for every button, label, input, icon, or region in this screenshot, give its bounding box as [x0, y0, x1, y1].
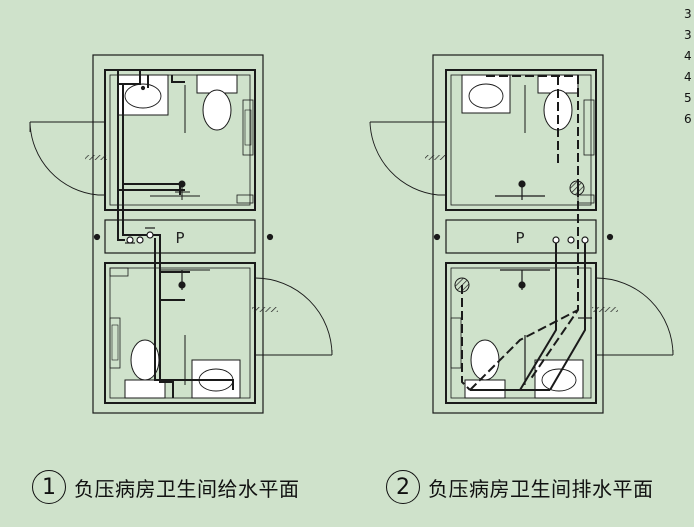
- edge-notes: 3 3 4 4 5 6: [684, 4, 692, 130]
- note-item: 6: [684, 112, 692, 126]
- caption-supply: 1 负压病房卫生间给水平面: [32, 470, 300, 504]
- drawing-title: 负压病房卫生间给水平面: [74, 476, 300, 501]
- drawing-number: 1: [32, 470, 66, 504]
- basin-upper: [461, 74, 511, 114]
- note-item: 4: [684, 49, 692, 63]
- supply-pipes: [117, 70, 234, 398]
- door-swing-lower: [595, 277, 674, 356]
- lower-room: [445, 262, 597, 404]
- door-swing-upper: [29, 121, 105, 196]
- caption-drainage: 2 负压病房卫生间排水平面: [386, 470, 654, 504]
- note-item: 3: [684, 7, 692, 21]
- note-item: 3: [684, 28, 692, 42]
- room-label-p-left: P: [175, 229, 184, 247]
- drainage-main: [470, 240, 586, 391]
- drainage-plan: [369, 54, 674, 414]
- p-corridor: [104, 219, 256, 254]
- drainage-pipes: [461, 75, 579, 391]
- drawing-number: 2: [386, 470, 420, 504]
- upper-room: [104, 69, 256, 211]
- door-swing-upper: [369, 121, 446, 196]
- note-item: 5: [684, 91, 692, 105]
- room-label-p-right: P: [515, 229, 524, 247]
- drawing-title: 负压病房卫生间排水平面: [428, 476, 654, 501]
- door-swing-lower: [254, 277, 333, 356]
- lower-room: [104, 262, 256, 404]
- outer-wall: [432, 54, 604, 414]
- note-item: 4: [684, 70, 692, 84]
- upper-room: [445, 69, 597, 211]
- outer-wall: [92, 54, 264, 414]
- supply-plan: [29, 54, 333, 414]
- basin-lower: [534, 359, 584, 399]
- p-corridor: [445, 219, 597, 254]
